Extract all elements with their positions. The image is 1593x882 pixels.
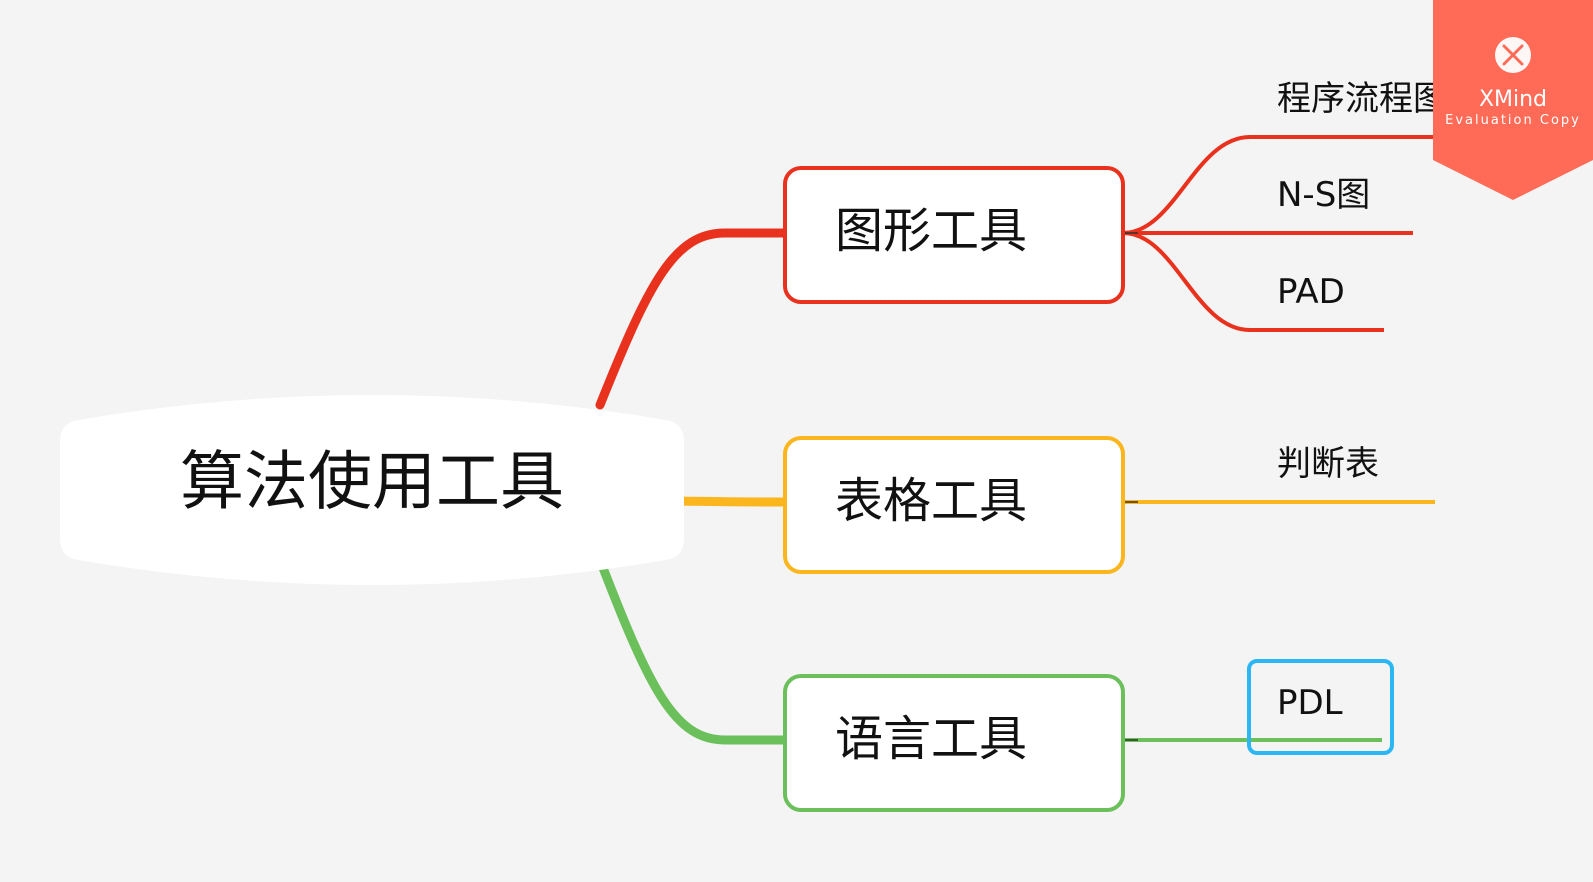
close-circle-icon-cross — [1502, 44, 1524, 66]
main-topic-language-tools[interactable] — [783, 674, 1125, 812]
main-topic-graphic-tools[interactable] — [783, 166, 1125, 304]
watermark-ribbon — [1433, 0, 1593, 200]
root-topic-shape[interactable] — [60, 395, 684, 585]
sub-topic-decision-table[interactable]: 判断表 — [1277, 444, 1379, 484]
watermark-subtitle: Evaluation Copy — [1445, 113, 1581, 128]
sub-topic-ns-chart[interactable]: N-S图 — [1277, 175, 1370, 215]
main-topic-label-language-tools: 语言工具 — [835, 711, 1027, 767]
sub-topic-pad[interactable]: PAD — [1277, 272, 1345, 312]
sub-topic-flowchart[interactable]: 程序流程图 — [1277, 79, 1447, 119]
xmind-watermark: XMind Evaluation Copy — [1433, 0, 1593, 200]
main-topic-label-graphic-tools: 图形工具 — [835, 203, 1027, 259]
main-topic-table-tools[interactable] — [783, 436, 1125, 574]
sub-connector-flowchart — [1122, 135, 1525, 235]
main-topic-label-table-tools: 表格工具 — [835, 473, 1027, 529]
watermark-title: XMind — [1479, 87, 1547, 112]
sub-topic-pdl[interactable]: PDL — [1277, 683, 1343, 723]
root-connector-graphic-tools — [595, 228, 790, 410]
selection-highlight-pdl — [1247, 659, 1394, 755]
root-topic-label: 算法使用工具 — [180, 446, 564, 520]
root-connector-language-tools — [595, 555, 790, 745]
sub-connector-pad — [1122, 231, 1384, 332]
